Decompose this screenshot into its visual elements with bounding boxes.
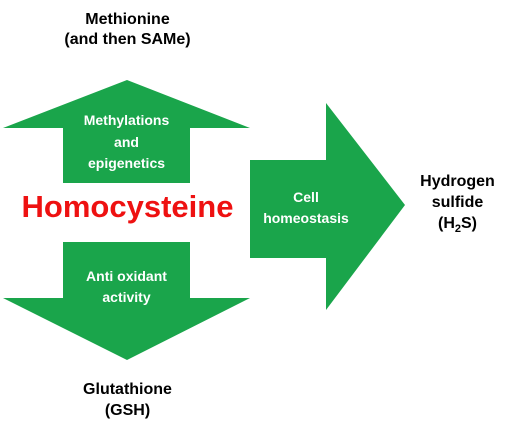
arrow-up-line3: epigenetics bbox=[87, 155, 166, 172]
arrow-up-label: Methylations and epigenetics bbox=[63, 110, 190, 175]
node-glutathione-line2: (GSH) bbox=[104, 401, 151, 419]
formula-h: (H bbox=[437, 214, 455, 232]
node-hydrogen-sulfide-line2: sulfide bbox=[431, 193, 484, 211]
arrow-up-line1: Methylations bbox=[83, 112, 170, 128]
arrow-down bbox=[3, 242, 250, 360]
node-methionine-line1: Methionine bbox=[85, 11, 170, 28]
formula-s: S) bbox=[461, 214, 477, 232]
arrow-down-label: Anti oxidant activity bbox=[63, 266, 190, 308]
node-hydrogen-sulfide: Hydrogen sulfide (H2S) bbox=[400, 172, 515, 236]
node-methionine: Methionine (and then SAMe) bbox=[20, 10, 235, 50]
arrow-right bbox=[250, 103, 405, 310]
arrow-down-line2: activity bbox=[102, 289, 151, 305]
arrow-up bbox=[3, 80, 250, 183]
node-hydrogen-sulfide-formula: (H2S) bbox=[400, 214, 515, 236]
arrow-down-line1: Anti oxidant bbox=[86, 268, 167, 284]
node-glutathione-line1: Glutathione bbox=[83, 381, 172, 398]
arrow-right-label: Cell homeostasis bbox=[250, 187, 362, 229]
arrow-up-line2: and bbox=[114, 133, 139, 150]
arrow-right-line2: homeostasis bbox=[263, 210, 349, 226]
node-glutathione: Glutathione (GSH) bbox=[20, 380, 235, 422]
node-homocysteine-label: Homocysteine bbox=[21, 189, 234, 224]
formula-subscript: 2 bbox=[454, 222, 461, 235]
arrow-right-line1: Cell bbox=[293, 189, 319, 205]
node-hydrogen-sulfide-line1: Hydrogen bbox=[420, 173, 495, 190]
node-homocysteine: Homocysteine bbox=[5, 188, 250, 225]
node-methionine-line2: (and then SAMe) bbox=[64, 31, 191, 48]
